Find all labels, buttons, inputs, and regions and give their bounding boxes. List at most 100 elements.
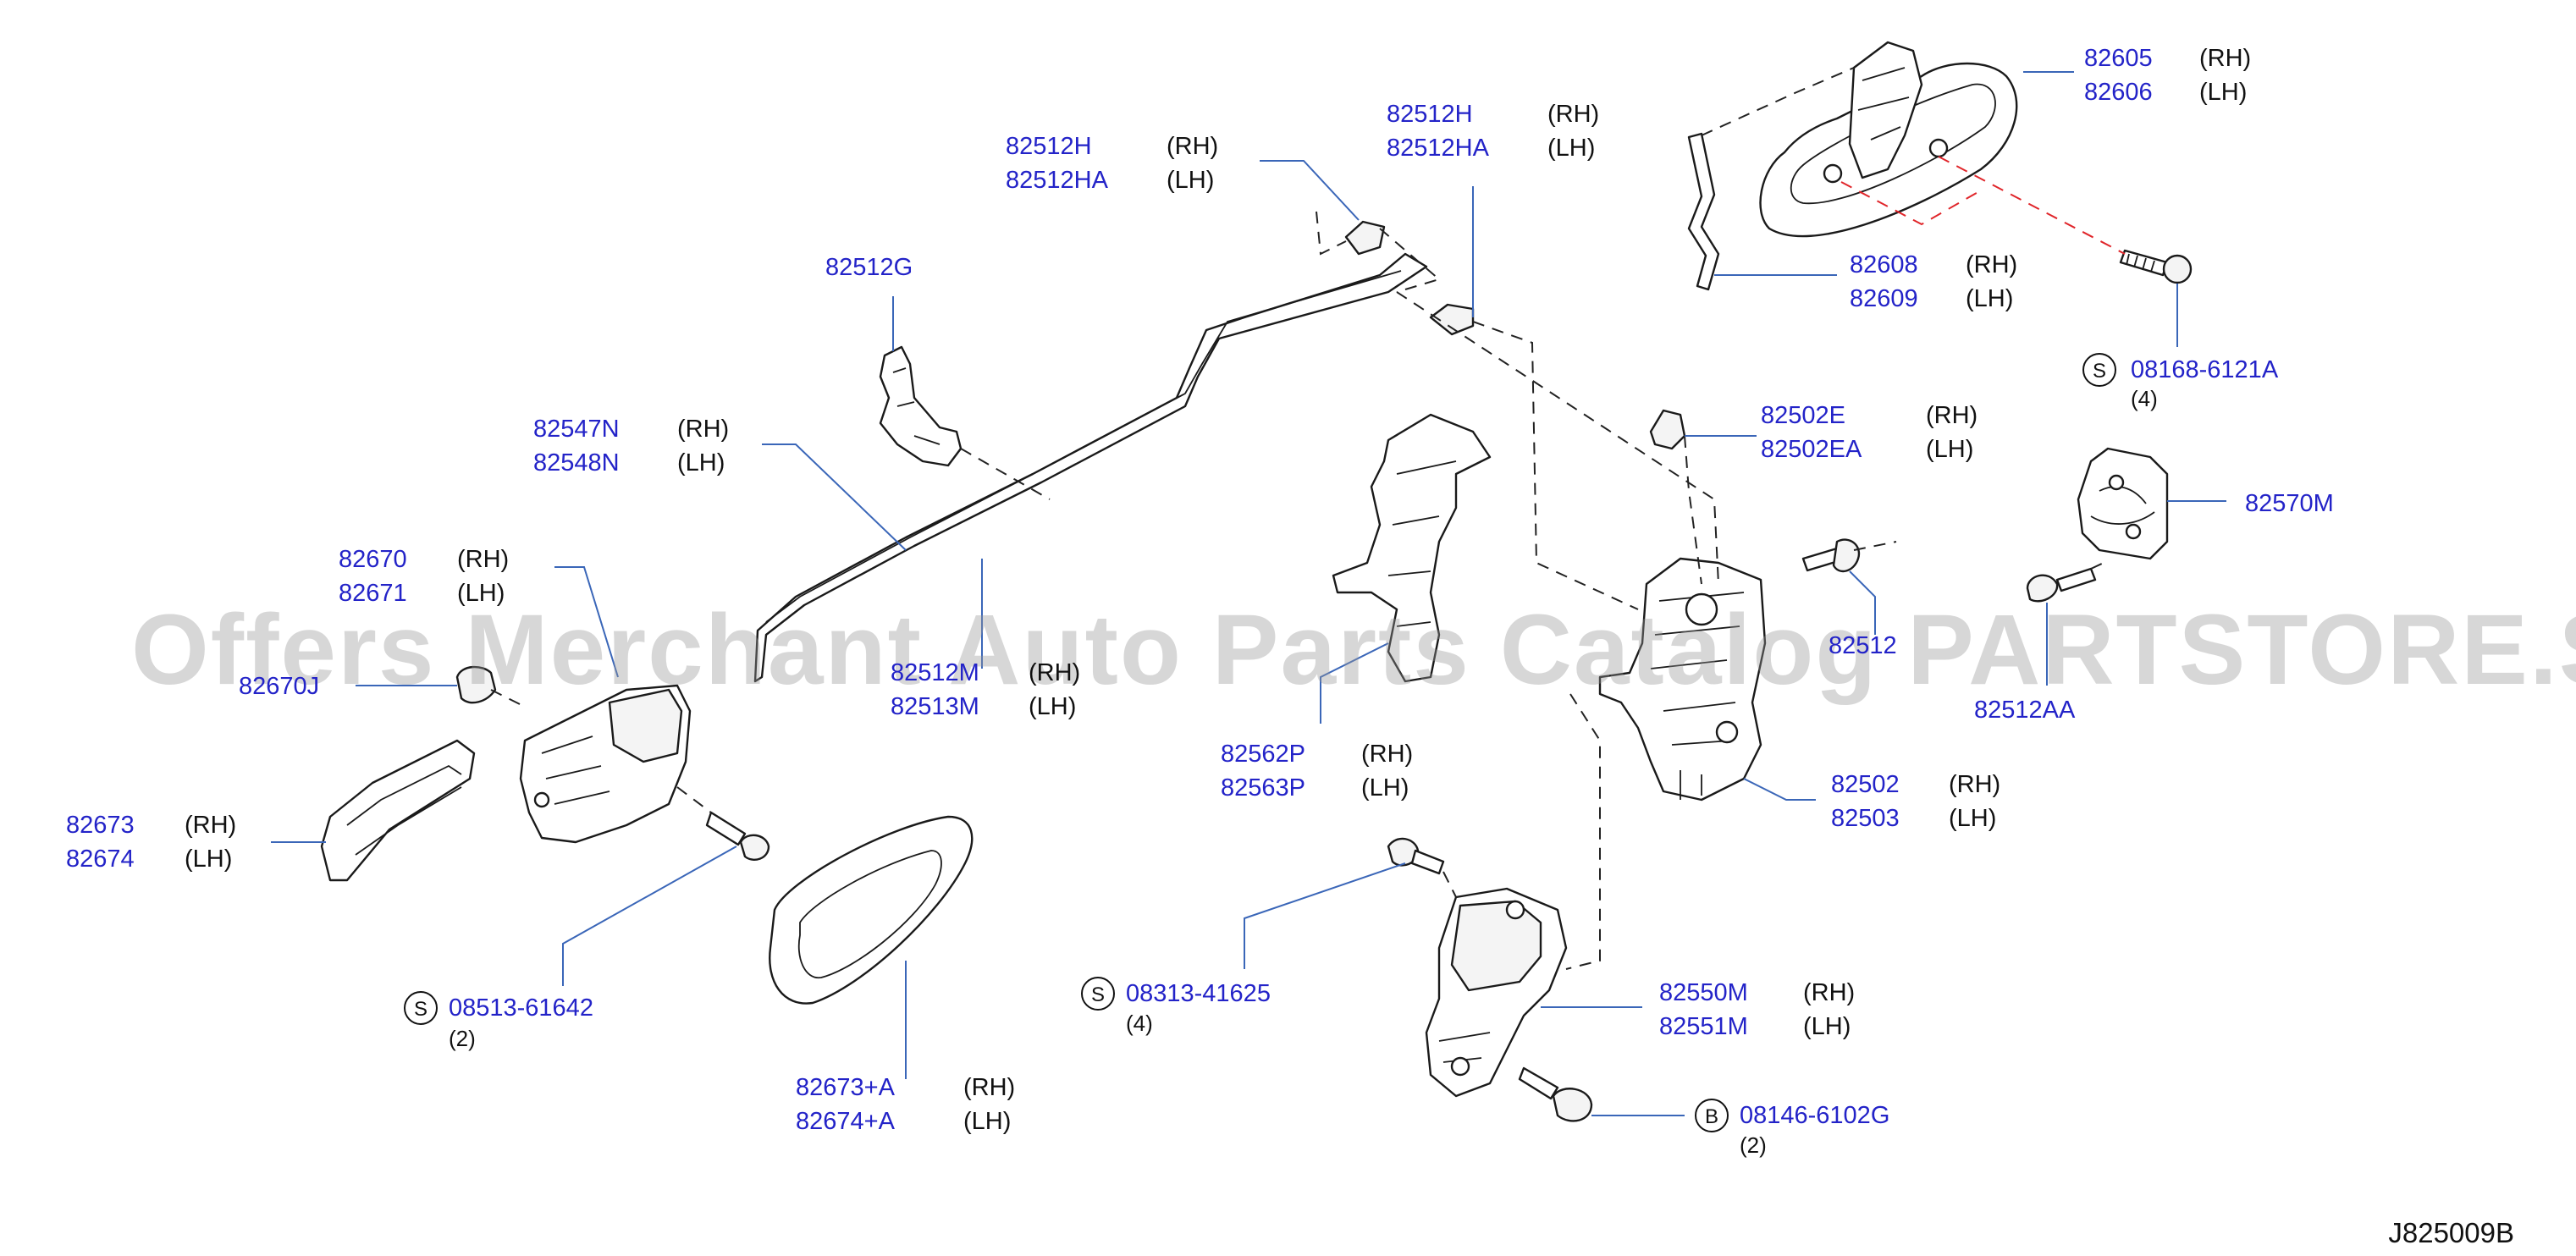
callout-82502e[interactable]: 82502E (RH) 82502EA (LH) xyxy=(1761,402,1978,463)
part-number[interactable]: 82670 xyxy=(339,546,407,573)
side-label: (LH) xyxy=(963,1108,1011,1135)
side-label: (LH) xyxy=(1803,1013,1851,1040)
part-number[interactable]: 82608 xyxy=(1850,251,1918,278)
callout-82608[interactable]: 82608 (RH) 82609 (LH) xyxy=(1850,251,2017,312)
part-number[interactable]: 82512HA xyxy=(1387,135,1490,162)
screw-08168-drawing xyxy=(2119,249,2193,284)
side-label: (RH) xyxy=(1361,741,1413,768)
part-number[interactable]: 08146-6102G xyxy=(1740,1102,1889,1129)
callout-82512m[interactable]: 82512M (RH) 82513M (LH) xyxy=(891,659,1080,720)
part-number[interactable]: 82551M xyxy=(1659,1013,1748,1040)
side-label: (LH) xyxy=(185,846,232,873)
side-label: (LH) xyxy=(457,580,505,607)
bezel-82673-drawing xyxy=(320,739,476,882)
part-number[interactable]: 08313-41625 xyxy=(1126,980,1271,1007)
screw-08513-drawing xyxy=(705,811,770,861)
side-label: (LH) xyxy=(1949,805,1996,832)
callout-82605[interactable]: 82605 (RH) 82606 (LH) xyxy=(2084,45,2251,106)
quantity: (2) xyxy=(449,1026,476,1051)
callout-82673[interactable]: 82673 (RH) 82674 (LH) xyxy=(66,812,236,873)
side-label: (RH) xyxy=(185,812,236,839)
part-number[interactable]: 82513M xyxy=(891,693,979,720)
quantity: (2) xyxy=(1740,1132,1767,1158)
part-number[interactable]: 82674+A xyxy=(796,1108,896,1135)
part-number[interactable]: 82550M xyxy=(1659,979,1748,1006)
quantity: (4) xyxy=(1126,1011,1153,1036)
part-number[interactable]: 82547N xyxy=(533,416,620,443)
callout-08513[interactable]: S 08513-61642 (2) xyxy=(404,991,593,1051)
side-label: (RH) xyxy=(1803,979,1855,1006)
screw-82512-drawing xyxy=(1801,538,1861,573)
part-number[interactable]: 82670J xyxy=(239,673,319,700)
part-number[interactable]: 82502E xyxy=(1761,402,1845,429)
side-label: (RH) xyxy=(1926,402,1978,429)
part-number[interactable]: 82673 xyxy=(66,812,135,839)
part-number[interactable]: 82605 xyxy=(2084,45,2153,72)
part-number[interactable]: 82512H xyxy=(1006,133,1092,160)
callout-82502[interactable]: 82502 (RH) 82503 (LH) xyxy=(1831,771,2000,832)
callout-82547n[interactable]: 82547N (RH) 82548N (LH) xyxy=(533,416,729,477)
callout-82562p[interactable]: 82562P (RH) 82563P (LH) xyxy=(1221,741,1413,802)
callout-82512aa[interactable]: 82512AA xyxy=(1974,697,2076,724)
screw-82512aa-drawing xyxy=(2026,567,2097,603)
door-lock-drawing xyxy=(1598,557,1767,802)
part-number[interactable]: 82512 xyxy=(1829,632,1897,659)
part-number[interactable]: 82548N xyxy=(533,449,620,477)
badge-letter: B xyxy=(1705,1105,1718,1128)
part-number[interactable]: 82606 xyxy=(2084,79,2153,106)
side-label: (LH) xyxy=(677,449,725,477)
badge-circle xyxy=(1081,977,1115,1011)
part-number[interactable]: 82512AA xyxy=(1974,697,2076,724)
outside-handle-drawing xyxy=(1759,41,2018,238)
part-number[interactable]: 82502EA xyxy=(1761,436,1862,463)
side-label: (LH) xyxy=(1966,285,2013,312)
part-number[interactable]: 82512G xyxy=(825,254,913,281)
part-number[interactable]: 82502 xyxy=(1831,771,1900,798)
part-number[interactable]: 08513-61642 xyxy=(449,994,593,1022)
long-rod-drawing xyxy=(753,252,1428,683)
callout-82670j[interactable]: 82670J xyxy=(239,673,319,700)
part-number[interactable]: 82563P xyxy=(1221,774,1305,802)
side-label: (LH) xyxy=(1029,693,1076,720)
side-label: (RH) xyxy=(963,1074,1015,1101)
bezel-82673a-drawing xyxy=(769,815,974,1005)
part-number[interactable]: 82512M xyxy=(891,659,979,686)
side-label: (LH) xyxy=(1547,135,1595,162)
part-number[interactable]: 82503 xyxy=(1831,805,1900,832)
callout-82550m[interactable]: 82550M (RH) 82551M (LH) xyxy=(1659,979,1855,1040)
callout-82670[interactable]: 82670 (RH) 82671 (LH) xyxy=(339,546,509,607)
callout-82512h-right[interactable]: 82512H (RH) 82512HA (LH) xyxy=(1387,101,1599,162)
part-number[interactable]: 82674 xyxy=(66,846,135,873)
side-label: (LH) xyxy=(1926,436,1973,463)
quantity: (4) xyxy=(2131,386,2158,411)
callout-82512g[interactable]: 82512G xyxy=(825,254,913,281)
side-label: (RH) xyxy=(2199,45,2251,72)
callout-82512[interactable]: 82512 xyxy=(1829,632,1897,659)
badge-circle xyxy=(404,991,438,1025)
side-label: (RH) xyxy=(1167,133,1218,160)
part-number[interactable]: 82609 xyxy=(1850,285,1918,312)
callout-08313[interactable]: S 08313-41625 (4) xyxy=(1081,977,1271,1036)
badge-circle xyxy=(2082,353,2116,387)
bolt-08313-drawing xyxy=(1387,837,1445,875)
side-label: (RH) xyxy=(1029,659,1080,686)
side-label: (LH) xyxy=(1167,167,1214,194)
clip-82512h-lower-drawing xyxy=(1429,303,1475,336)
part-number[interactable]: 82562P xyxy=(1221,741,1305,768)
diagram-reference: J825009B xyxy=(2388,1217,2514,1248)
badge-letter: S xyxy=(414,998,427,1021)
cable-bracket-drawing xyxy=(1332,413,1492,683)
callout-82673a[interactable]: 82673+A (RH) 82674+A (LH) xyxy=(796,1074,1015,1135)
bolt-08146-drawing xyxy=(1518,1066,1593,1122)
part-number[interactable]: 82512H xyxy=(1387,101,1473,128)
callout-08168[interactable]: S 08168-6121A (4) xyxy=(2082,353,2279,411)
callout-82512h-upper[interactable]: 82512H (RH) 82512HA (LH) xyxy=(1006,133,1218,194)
part-number[interactable]: 82671 xyxy=(339,580,407,607)
callout-08146[interactable]: B 08146-6102G (2) xyxy=(1695,1099,1889,1158)
part-number[interactable]: 82570M xyxy=(2245,490,2334,517)
part-number[interactable]: 08168-6121A xyxy=(2131,356,2279,383)
part-number[interactable]: 82512HA xyxy=(1006,167,1109,194)
part-number[interactable]: 82673+A xyxy=(796,1074,896,1101)
callout-82570m[interactable]: 82570M xyxy=(2245,490,2334,517)
